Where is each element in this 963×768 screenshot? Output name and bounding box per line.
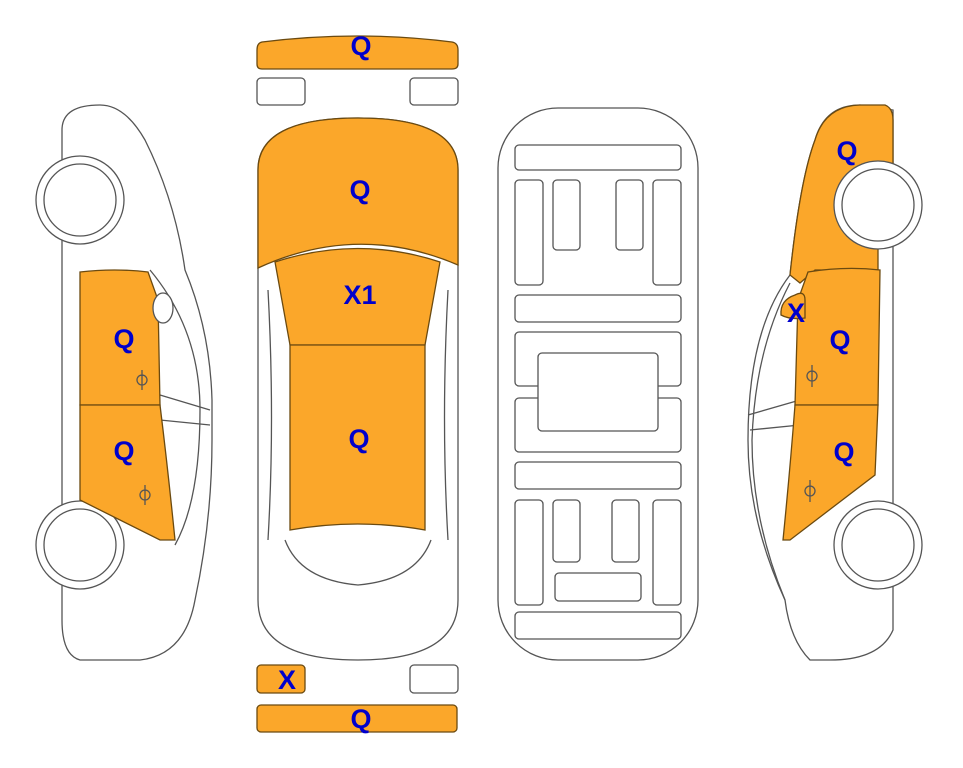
rear-left-light[interactable]: [256, 664, 306, 694]
label-left-rear-door: Q: [113, 436, 134, 466]
right-side-view: Q X Q Q: [747, 104, 923, 661]
label-left-front-door: Q: [113, 324, 134, 354]
right-mirror[interactable]: [780, 292, 806, 320]
front-bumper[interactable]: [256, 35, 459, 70]
front-left-light[interactable]: [256, 77, 306, 106]
rear-bumper[interactable]: [256, 704, 458, 733]
left-rear-door[interactable]: [79, 404, 176, 541]
label-right-front-door: Q: [829, 325, 850, 355]
label-hood: Q: [349, 175, 370, 205]
hood[interactable]: [257, 117, 459, 270]
left-side-view: Q Q: [35, 104, 213, 661]
label-rear-left-light: X: [278, 665, 296, 695]
windshield[interactable]: [274, 247, 441, 346]
label-right-rear-door: Q: [833, 437, 854, 467]
label-front-bumper: Q: [350, 31, 371, 61]
label-right-front-fender: Q: [836, 136, 857, 166]
top-view: Q Q X1 Q X Q: [256, 31, 459, 734]
rear-right-light[interactable]: [409, 664, 459, 694]
front-right-light[interactable]: [409, 77, 459, 106]
label-right-mirror: X: [787, 298, 805, 328]
label-rear-bumper: Q: [350, 704, 371, 734]
label-windshield: X1: [343, 280, 376, 310]
underside-view: [497, 107, 699, 661]
right-rear-door[interactable]: [782, 404, 879, 541]
roof[interactable]: [289, 344, 426, 531]
left-front-door[interactable]: [79, 269, 161, 406]
label-roof: Q: [348, 424, 369, 454]
